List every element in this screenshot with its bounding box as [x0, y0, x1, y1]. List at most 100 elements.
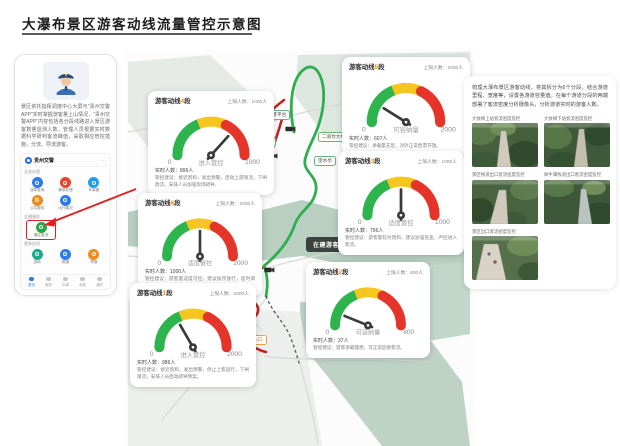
gauge-chart: 0 可容纳量 800: [325, 287, 415, 337]
svg-text:2000: 2000: [233, 260, 248, 267]
app-screenshot: 贵州交警 ⋯ 业务办理 违章查询 事故处理 车驾管 公共服务 出行路况 交通服务…: [20, 153, 111, 290]
more-icon[interactable]: ⋯: [101, 157, 106, 164]
realtime-count: 实时人数：37人: [313, 338, 349, 345]
photo-cell: 景区栈道出口客流密度监控: [472, 172, 538, 224]
control-advice: 管控建议：接近饱和，发出预警，停止上客运行，下闸限流，安排人员启动疏导预案。: [137, 367, 249, 380]
photo-caption: 景区栈道出口客流密度监控: [472, 172, 525, 178]
route-card-segment-5: 游客动线5段 上限人数：2000人 0 可容纳量 2000 实时人数：607人 …: [342, 57, 470, 156]
route-card-title: 游客动线3段: [345, 158, 381, 165]
limit-value: 上限人数：2000人: [215, 202, 255, 207]
limit-value: 上限人数：800人: [386, 271, 423, 276]
tab-work[interactable]: 办事: [62, 276, 69, 287]
tab-service[interactable]: 服务: [45, 276, 52, 287]
app-item[interactable]: 救援: [51, 248, 79, 266]
route-card-title: 游客动线5段: [349, 64, 385, 71]
app-section-label: 业务办理: [24, 169, 40, 174]
svg-text:2000: 2000: [441, 126, 456, 133]
app-item[interactable]: 事故处理: [51, 176, 79, 194]
surveillance-photo: [544, 123, 610, 168]
svg-text:0: 0: [168, 159, 172, 166]
app-icon-row: 公共服务 出行路况: [23, 194, 108, 212]
photo-caption: 景区出口客流密度监控: [472, 228, 516, 234]
control-advice: 管控建议：承载量充足，对外正常售票开放。: [349, 142, 441, 148]
route-card-segment-3: 游客动线3段 上限人数：1000人 0 适度管控 1000 实时人数：796人 …: [338, 151, 464, 255]
photo-caption: 大扶梯下站客流密度监控: [544, 115, 593, 121]
gauge-chart: 0 适度管控 1000: [358, 176, 450, 227]
surveillance-photo: [544, 179, 610, 224]
tab-me[interactable]: 我的: [96, 276, 103, 287]
app-logo-icon: [25, 157, 32, 164]
svg-text:0: 0: [150, 351, 154, 358]
gauge-needle: [396, 188, 406, 222]
app-item[interactable]: 出行路况: [51, 194, 79, 212]
route-card-title: 游客动线1段: [137, 290, 173, 297]
svg-text:1000: 1000: [435, 219, 450, 226]
photo-caption: 犀牛潭栈道出口客流密度监控: [544, 172, 602, 178]
right-info-panel: 梳理大瀑布景区游客动线，将其拆分为6个分段，结合游道里程、宽度等，设置各游道容量…: [464, 76, 616, 290]
svg-text:适度管控: 适度管控: [388, 218, 414, 227]
message-icon: [80, 276, 85, 281]
limit-value: 上限人数：2000人: [423, 66, 463, 71]
work-icon: [63, 276, 68, 281]
route-card-title: 游客动线4段: [155, 98, 191, 105]
realtime-count: 实时人数：796人: [345, 228, 384, 235]
photo-caption: 大扶梯上站客流密度监控: [472, 115, 521, 121]
app-item[interactable]: 车驾管: [80, 176, 108, 194]
app-section-label: 更多应用: [24, 240, 40, 246]
app-item[interactable]: 公共服务: [23, 194, 51, 212]
realtime-count: 实时人数：607人: [349, 135, 388, 142]
rescue-icon: [59, 248, 71, 260]
consult-icon: [31, 248, 43, 260]
app-item[interactable]: 违章查询: [23, 176, 51, 194]
photo-cell: 大扶梯下站客流密度监控: [544, 116, 610, 168]
svg-text:可容纳量: 可容纳量: [393, 125, 419, 134]
method-paragraph: 梳理大瀑布景区游客动线，将其拆分为6个分段，结合游道里程、宽度等，设置各游道容量…: [472, 85, 608, 108]
realtime-count: 实时人数：896人: [155, 168, 194, 175]
control-advice: 管控建议：游客承载理想，可正常迎接客流。: [313, 345, 405, 351]
accident-icon: [59, 177, 71, 188]
route-dashed-planned: [265, 295, 301, 367]
route-card-segment-4: 游客动线4段 上限人数：1000人 0 进入管控 1000 实时人数：896人 …: [148, 91, 274, 195]
route-green-upper: [262, 65, 326, 268]
badge-prefix: 在建游客动线: [313, 243, 353, 249]
realtime-count: 实时人数：986人: [137, 360, 176, 367]
svg-text:800: 800: [403, 329, 414, 336]
report-icon: [88, 248, 100, 260]
svg-text:0: 0: [325, 329, 329, 336]
app-tab-bar: 首页 服务 办事 消息 我的: [23, 274, 108, 289]
svg-text:0: 0: [157, 260, 161, 267]
home-icon: [29, 276, 34, 281]
svg-text:可容纳量: 可容纳量: [356, 329, 381, 337]
app-icon-row: 景区客流: [23, 219, 108, 240]
svg-text:进入管控: 进入管控: [198, 158, 224, 167]
svg-text:1000: 1000: [245, 159, 260, 166]
app-item[interactable]: 咨询: [23, 248, 51, 266]
control-advice: 管控建议：游客量较为饱和，建议加强巡查，严控进入客流。: [345, 235, 457, 248]
public-service-icon: [31, 194, 43, 206]
gauge-needle: [178, 323, 198, 353]
limit-value: 上限人数：1000人: [417, 160, 457, 165]
scenic-flow-app-item-highlighted[interactable]: 景区客流: [26, 219, 56, 240]
svg-text:0: 0: [362, 126, 366, 133]
limit-value: 上限人数：1000人: [227, 100, 267, 105]
photo-cell: 大扶梯上站客流密度监控: [472, 116, 538, 168]
realtime-count: 实时人数：1000人: [145, 269, 187, 276]
police-avatar: [42, 62, 89, 100]
route-card-segment-6: 游客动线6段 上限人数：2000人 0 适度管控 2000 实时人数：1000人…: [138, 193, 262, 296]
svg-text:0: 0: [358, 219, 362, 226]
tab-home[interactable]: 首页: [28, 276, 35, 287]
gauge-chart: 0 进入管控 1000: [168, 116, 260, 167]
phone-mockup: 景区依托指挥调度中心大屏与“贵州交警APP”实时掌握游客量上山情况，“贵州交警A…: [14, 54, 117, 296]
gauge-chart: 0 适度管控 2000: [157, 218, 248, 268]
app-section-label: 交通服务: [24, 213, 40, 219]
tab-message[interactable]: 消息: [79, 276, 86, 287]
police-officer-icon: [56, 73, 75, 95]
surveillance-photo: [472, 179, 538, 224]
route-card-segment-1: 游客动线1段 上限人数：2000人 0 进入管控 2000 实时人数：986人 …: [130, 283, 256, 387]
app-item[interactable]: 举报: [80, 248, 108, 266]
svg-text:适度管控: 适度管控: [188, 260, 213, 268]
gauge-chart: 0 进入管控 2000: [150, 308, 242, 358]
gauge-chart: 0 可容纳量 2000: [362, 82, 456, 134]
phone-intro-text: 景区依托指挥调度中心大屏与“贵州交警APP”实时掌握游客量上山情况，“贵州交警A…: [21, 104, 110, 148]
gauge-needle: [206, 134, 230, 160]
